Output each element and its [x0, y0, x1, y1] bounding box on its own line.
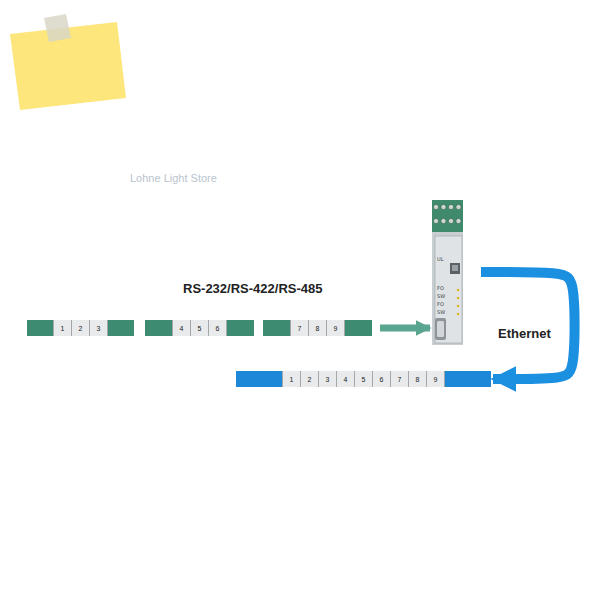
serial-device-server: UL FO SW FO SW	[432, 200, 463, 345]
ethernet-arrow	[481, 272, 575, 379]
terminal-strip: 123456789	[236, 371, 491, 387]
terminal-number: 5	[190, 320, 208, 336]
device-housing	[432, 200, 463, 345]
terminal-number: 1	[53, 320, 71, 336]
end-cap	[27, 320, 53, 336]
end-cap	[344, 320, 372, 336]
terminal-number: 6	[208, 320, 226, 336]
led-label: UL	[437, 256, 443, 262]
terminal-number: 7	[390, 371, 408, 387]
terminal-number: 6	[372, 371, 390, 387]
end-cap	[236, 371, 282, 387]
terminal-number: 5	[354, 371, 372, 387]
terminal-number: 3	[89, 320, 107, 336]
led-label: FO	[437, 285, 444, 291]
terminal-number: 3	[318, 371, 336, 387]
end-cap	[263, 320, 290, 336]
led-label: SW	[437, 309, 445, 315]
note-tape	[44, 14, 71, 42]
terminal-number: 2	[71, 320, 89, 336]
terminal-strip: 456	[145, 320, 254, 336]
terminal-number: 8	[408, 371, 426, 387]
terminal-number: 8	[308, 320, 326, 336]
terminal-strip: 123	[27, 320, 134, 336]
terminal-number: 7	[290, 320, 308, 336]
led-label: FO	[437, 301, 444, 307]
end-cap	[107, 320, 134, 336]
end-cap	[145, 320, 172, 336]
terminal-number: 1	[282, 371, 300, 387]
terminal-number: 9	[326, 320, 344, 336]
terminal-number: 4	[336, 371, 354, 387]
end-cap	[444, 371, 491, 387]
led-label: SW	[437, 293, 445, 299]
terminal-number: 9	[426, 371, 444, 387]
terminal-number: 4	[172, 320, 190, 336]
watermark: Lohne Light Store	[130, 172, 217, 184]
sticky-note	[10, 14, 126, 110]
bus-label: RS-232/RS-422/RS-485	[183, 281, 322, 296]
terminal-strip: 789	[263, 320, 372, 336]
end-cap	[226, 320, 254, 336]
serial-arrow	[380, 325, 430, 332]
edge-label: Ethernet	[497, 326, 552, 341]
terminal-number: 2	[300, 371, 318, 387]
